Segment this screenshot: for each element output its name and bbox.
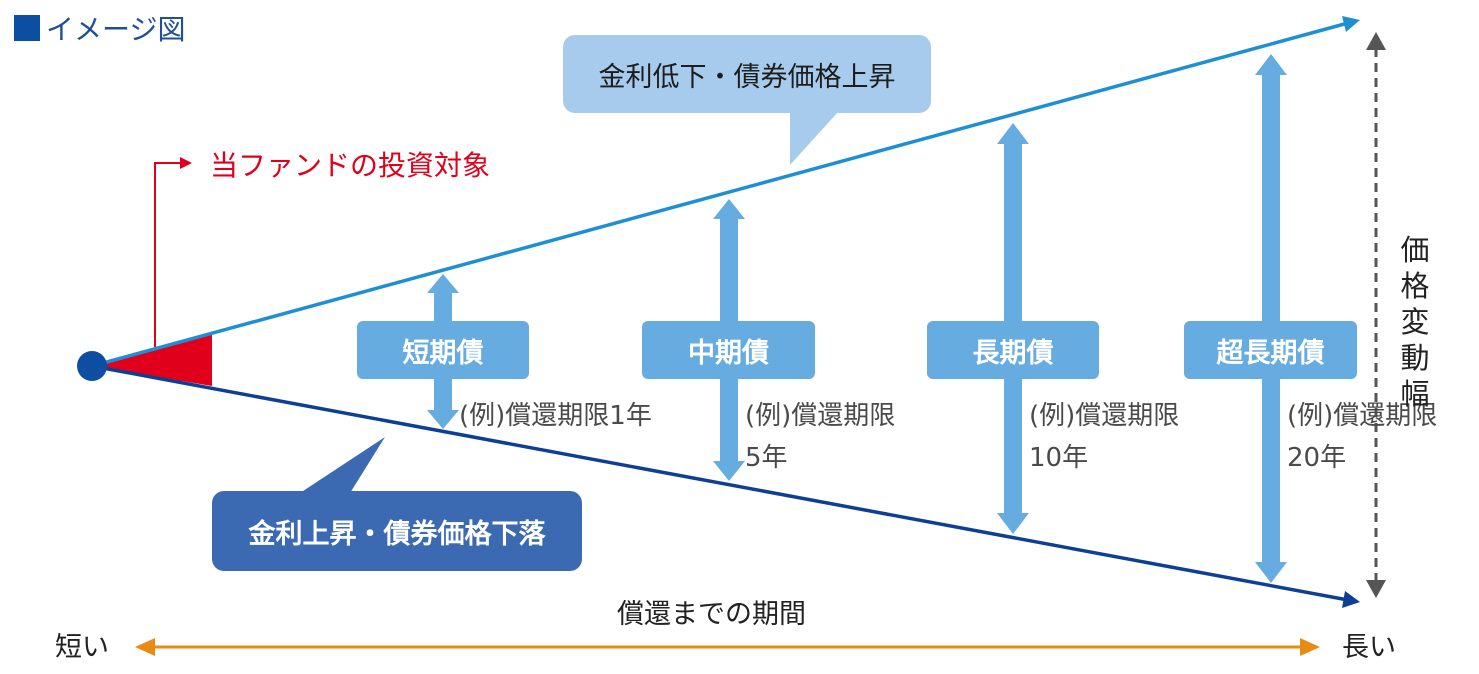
bond-note-super-long: (例)償還期限 20年	[1287, 395, 1437, 479]
callout-rate-down-text: 金利低下・債券価格上昇	[598, 61, 896, 93]
period-axis-long-label: 長い	[1342, 632, 1396, 663]
upper-price-line	[91, 21, 1349, 368]
callout-rate-up-text: 金利上昇・債券価格下落	[248, 518, 546, 550]
lower-price-line	[91, 364, 1349, 602]
price-range-char: 変	[1400, 305, 1430, 339]
callout-top-tail	[790, 112, 838, 165]
fund-target-leader-head	[180, 157, 192, 169]
price-range-label: 価 格 変 動 幅	[1398, 232, 1432, 412]
period-axis-title: 償還までの期間	[617, 599, 806, 630]
price-range-char: 動	[1400, 341, 1430, 375]
fund-target-wedge	[92, 334, 212, 386]
origin-dot	[77, 351, 107, 381]
price-range-char: 格	[1400, 269, 1430, 303]
bond-note-mid-line1: (例)償還期限	[745, 401, 896, 431]
bond-note-mid-line2: 5年	[745, 443, 788, 473]
bond-box-long: 長期債	[927, 321, 1099, 379]
price-range-head-top	[1366, 32, 1386, 50]
bond-note-short: (例)償還期限1年	[459, 395, 652, 437]
price-range-head-bottom	[1366, 580, 1386, 598]
price-range-char: 幅	[1400, 377, 1430, 411]
bond-arrow-super-long	[1255, 54, 1287, 583]
fund-target-leader	[154, 162, 180, 347]
period-axis-head-left	[135, 638, 155, 656]
bond-box-super-long: 超長期債	[1184, 321, 1357, 379]
fund-target-label: 当ファンドの投資対象	[210, 149, 491, 182]
bond-note-super-long-line1: (例)償還期限	[1287, 401, 1438, 431]
diagram-title: イメージ図	[14, 8, 185, 48]
lower-price-line-head	[1342, 591, 1360, 608]
callout-bottom-tail	[300, 437, 385, 493]
title-square-marker	[14, 15, 40, 41]
bond-note-short-line1: (例)償還期限1年	[459, 401, 652, 431]
bond-note-long: (例)償還期限 10年	[1029, 395, 1179, 479]
bond-note-super-long-line2: 20年	[1287, 443, 1347, 473]
bond-note-long-line2: 10年	[1029, 443, 1089, 473]
bond-box-mid: 中期債	[642, 321, 815, 379]
period-axis-short-label: 短い	[55, 632, 109, 663]
callout-rate-down: 金利低下・債券価格上昇	[563, 35, 931, 113]
bond-box-mid-label: 中期債	[688, 337, 769, 369]
upper-price-line-head	[1342, 16, 1360, 32]
price-range-char: 価	[1400, 233, 1430, 267]
period-axis-head-right	[1300, 638, 1320, 656]
bond-note-mid: (例)償還期限 5年	[745, 395, 895, 479]
bond-box-super-long-label: 超長期債	[1216, 337, 1325, 369]
bond-box-long-label: 長期債	[972, 337, 1054, 369]
callout-rate-up: 金利上昇・債券価格下落	[212, 491, 582, 571]
bond-box-short: 短期債	[357, 321, 529, 379]
bond-box-short-label: 短期債	[402, 337, 484, 369]
diagram-title-text: イメージ図	[46, 13, 186, 46]
bond-note-long-line1: (例)償還期限	[1029, 401, 1180, 431]
